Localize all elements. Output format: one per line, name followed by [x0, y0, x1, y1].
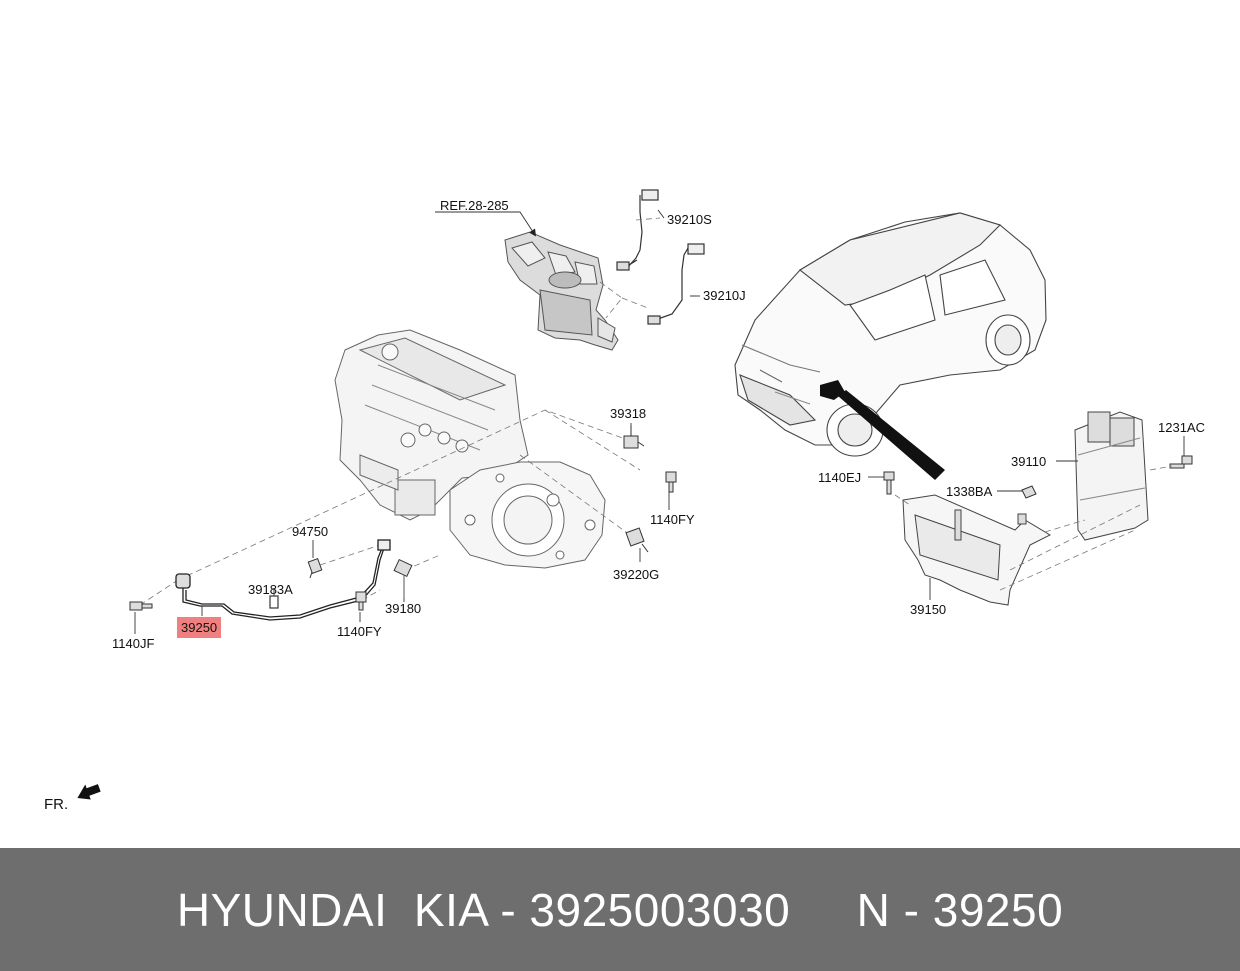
car-illustration	[734, 212, 1047, 457]
label-1140JF: 1140JF	[112, 636, 155, 651]
label-39250-highlighted: 39250	[177, 617, 222, 638]
dashed-guides-ecu	[894, 465, 1173, 591]
label-39318: 39318	[610, 406, 647, 421]
label-94750: 94750	[292, 524, 329, 539]
label-1338BA: 1338BA	[946, 484, 993, 499]
dashed-guides-exhaust	[599, 217, 700, 319]
ecu-bracket	[902, 494, 1052, 606]
nut-1338BA	[1021, 485, 1037, 499]
sensor-39180	[393, 558, 413, 598]
ecu-unit	[1074, 411, 1149, 541]
bolt-1140FY-bottom	[355, 591, 367, 611]
bolt-1140EJ	[883, 471, 895, 495]
exhaust-manifold	[504, 231, 619, 351]
parts-diagram	[77, 189, 1193, 800]
label-39183A: 39183A	[248, 582, 293, 597]
sensor-39318	[623, 425, 645, 449]
oxygen-sensor-lower	[647, 243, 705, 325]
label-39110: 39110	[1011, 454, 1047, 469]
bolt-1231AC	[1169, 455, 1193, 469]
front-indicator-label: FR.	[44, 796, 69, 813]
location-pointer	[838, 390, 945, 480]
label-39210S: 39210S	[667, 212, 712, 227]
knock-sensor-harness	[175, 539, 391, 621]
sensor-39220G	[625, 527, 649, 553]
bolt-1140JF	[129, 601, 153, 611]
front-arrow-icon	[77, 784, 101, 800]
footer-banner: HYUNDAI KIA - 3925003030 N - 39250	[0, 848, 1240, 971]
transmission	[449, 461, 606, 569]
label-ref: REF.28-285	[440, 198, 509, 213]
bolt-1140FY-top	[665, 471, 677, 493]
dashed-guides-engine	[139, 409, 641, 606]
label-1140EJ: 1140EJ	[818, 470, 862, 485]
label-39150: 39150	[910, 602, 947, 617]
oxygen-sensor-upper	[616, 189, 659, 271]
part-94750	[307, 558, 323, 579]
footer-part-number: HYUNDAI KIA - 3925003030 N - 39250	[176, 883, 1064, 936]
label-39210J: 39210J	[703, 288, 746, 303]
label-39180: 39180	[385, 601, 422, 616]
label-1231AC: 1231AC	[1158, 420, 1205, 435]
label-1140FY-bottom: 1140FY	[337, 624, 382, 639]
leader-lines	[134, 209, 1185, 634]
ecu-location-mark	[820, 380, 845, 400]
label-1140FY-top: 1140FY	[650, 512, 695, 527]
label-39220G: 39220G	[613, 567, 660, 582]
